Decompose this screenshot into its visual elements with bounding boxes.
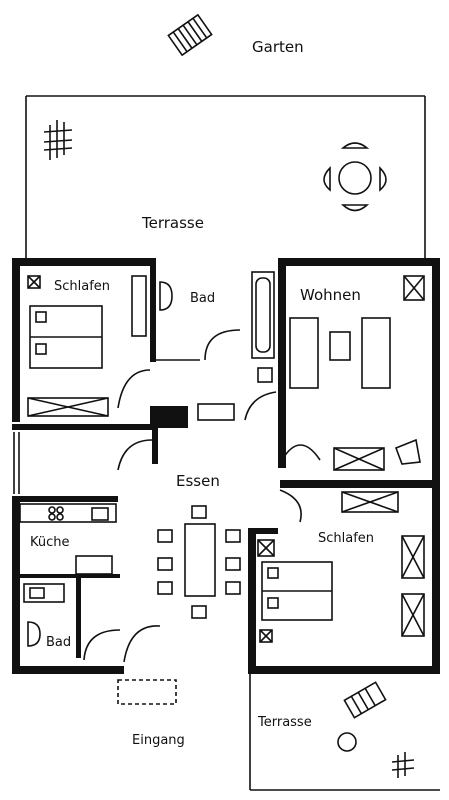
bath-1-door	[204, 329, 241, 361]
kitchen-label: Küche	[30, 535, 70, 550]
side-table-icon	[337, 732, 357, 752]
windows	[13, 288, 440, 670]
bath-1-label: Bad	[190, 291, 215, 306]
toilet-icon-2	[27, 621, 41, 647]
toilet-icon	[159, 281, 173, 311]
living-room-label: Wohnen	[300, 286, 361, 304]
lounge-chair-icon	[343, 681, 387, 719]
sofa-icon	[289, 317, 319, 389]
bedroom-1-label: Schlafen	[54, 279, 110, 294]
garden-label: Garten	[252, 38, 304, 56]
lower-terrace	[249, 674, 440, 791]
dining-table	[184, 523, 216, 597]
bedroom-1-door	[117, 369, 151, 409]
dining-label: Essen	[176, 472, 220, 490]
entrance-door	[123, 625, 161, 663]
upper-terrace	[25, 95, 426, 258]
bedroom-2-label: Schlafen	[318, 531, 374, 546]
bathtub-icon	[251, 271, 275, 359]
plant-icon	[43, 120, 73, 160]
upper-terrace-label: Terrasse	[141, 214, 204, 232]
bath-2-label: Bad	[46, 635, 71, 650]
doormat	[117, 679, 177, 705]
lower-terrace-label: Terrasse	[257, 715, 312, 730]
round-table-with-chairs-icon	[323, 142, 387, 212]
hall-cabinet	[197, 403, 235, 421]
exterior-walls	[12, 258, 440, 674]
entrance-label: Eingang	[132, 733, 185, 748]
sofa-icon-2	[361, 317, 391, 389]
armchair-icon	[394, 438, 421, 465]
coffee-table	[329, 331, 351, 361]
garden-chair-icon	[167, 13, 213, 57]
bedroom-1-wardrobe	[131, 275, 147, 337]
plant-icon-2	[391, 752, 415, 778]
